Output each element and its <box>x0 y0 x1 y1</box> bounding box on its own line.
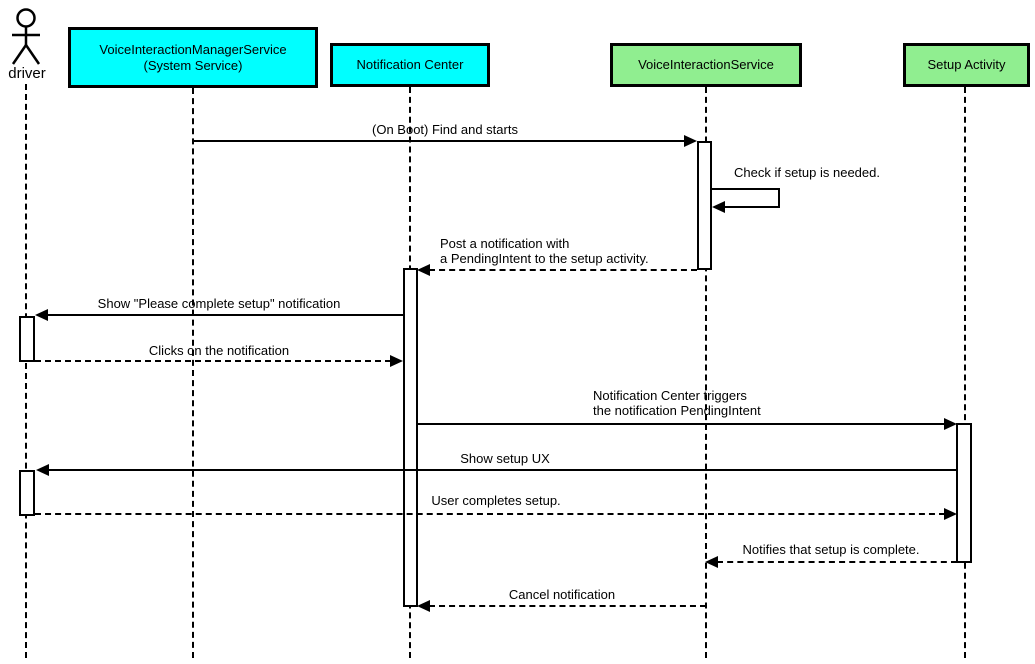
message-label-9: Notifies that setup is complete. <box>742 542 920 557</box>
message-line-7 <box>47 469 957 471</box>
message-arrowhead-2 <box>712 201 725 213</box>
activation-bar-driver-2 <box>19 470 35 516</box>
message-arrowhead-7 <box>36 464 49 476</box>
message-line-1 <box>193 140 686 142</box>
message-arrowhead-9 <box>705 556 718 568</box>
message-line-10 <box>429 605 706 607</box>
participant-label: VoiceInteractionService <box>638 57 774 72</box>
message-label-2: Check if setup is needed. <box>734 165 880 180</box>
message-arrowhead-10 <box>417 600 430 612</box>
activation-bar-setup-activity <box>956 423 972 563</box>
message-label-5: Clicks on the notification <box>148 343 290 358</box>
participant-box-setup-activity: Setup Activity <box>903 43 1030 87</box>
message-arrowhead-3 <box>417 264 430 276</box>
lifeline-voice-interaction-manager-service <box>192 88 194 658</box>
message-line-5 <box>35 360 391 362</box>
message-line-6 <box>418 423 946 425</box>
message-arrowhead-6 <box>944 418 957 430</box>
actor-driver-icon <box>11 8 41 65</box>
message-arrowhead-5 <box>390 355 403 367</box>
actor-driver-label: driver <box>8 65 46 82</box>
activation-bar-voice-interaction-service <box>697 141 712 270</box>
message-line-9 <box>717 561 957 563</box>
self-message-vertical-line <box>778 188 780 208</box>
message-label-10: Cancel notification <box>508 587 616 602</box>
message-line-8 <box>35 513 945 515</box>
participant-box-voice-interaction-manager-service: VoiceInteractionManagerService (System S… <box>68 27 318 88</box>
self-message-bottom-line <box>723 206 780 208</box>
message-line-3 <box>429 269 697 271</box>
message-arrowhead-4 <box>35 309 48 321</box>
activation-bar-notification-center <box>403 268 418 607</box>
lifeline-driver <box>25 84 27 658</box>
participant-box-voice-interaction-service: VoiceInteractionService <box>610 43 802 87</box>
participant-box-notification-center: Notification Center <box>330 43 490 87</box>
lifeline-voice-interaction-service <box>705 87 707 658</box>
message-arrowhead-1 <box>684 135 697 147</box>
activation-bar-driver-1 <box>19 316 35 362</box>
message-label-3: Post a notification with a PendingIntent… <box>440 236 649 266</box>
message-label-8: User completes setup. <box>431 493 561 508</box>
message-line-4 <box>46 314 403 316</box>
message-label-4: Show "Please complete setup" notificatio… <box>97 296 341 311</box>
participant-label: VoiceInteractionManagerService (System S… <box>99 41 287 73</box>
message-label-1: (On Boot) Find and starts <box>372 122 518 137</box>
participant-label: Setup Activity <box>927 57 1006 72</box>
message-label-6: Notification Center triggers the notific… <box>593 388 761 418</box>
lifeline-setup-activity <box>964 87 966 658</box>
message-label-7: Show setup UX <box>460 451 550 466</box>
message-arrowhead-8 <box>944 508 957 520</box>
self-message-top-line <box>712 188 780 190</box>
participant-label: Notification Center <box>356 57 464 72</box>
